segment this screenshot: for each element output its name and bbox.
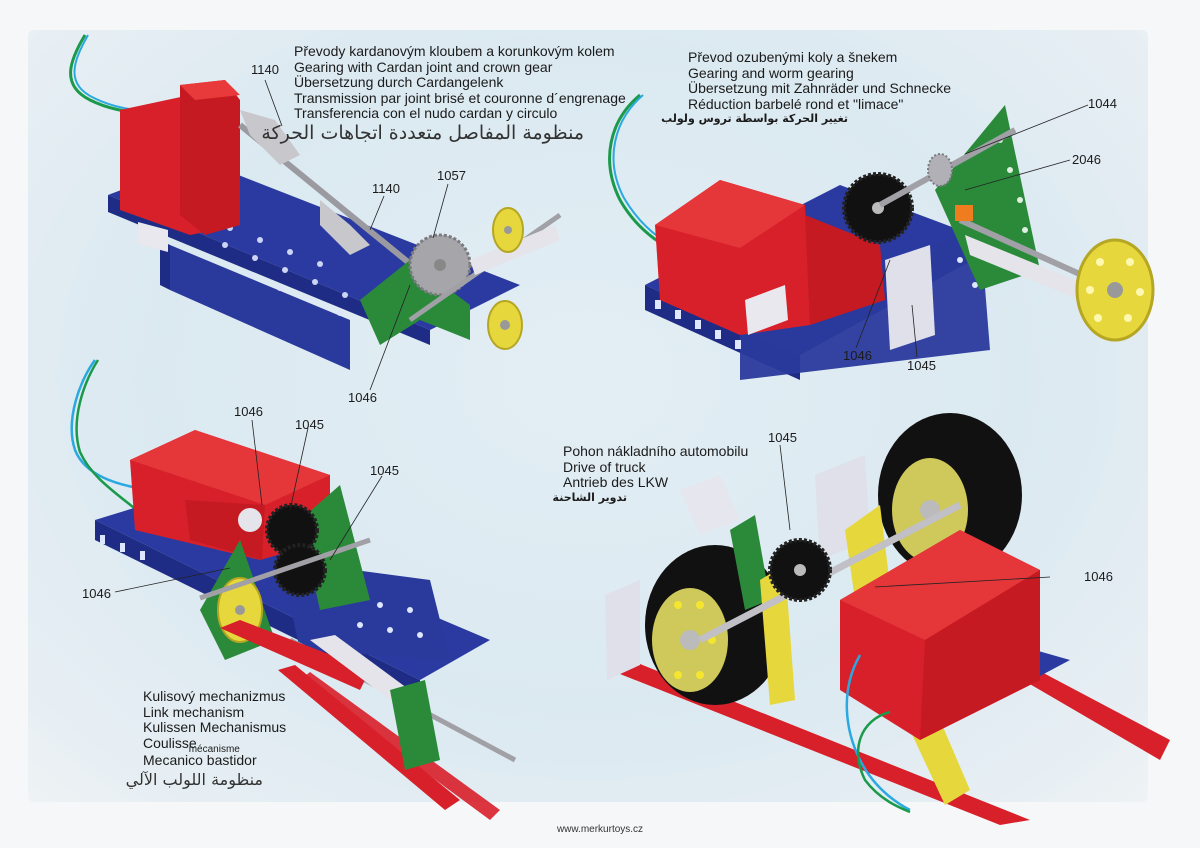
caption-line-fr: Réduction barbelé rond et "limace" (688, 95, 904, 112)
part-label: 1045 (907, 358, 936, 373)
link-mechanism-caption: Kulisový mechanizmus Link mechanism Kuli… (125, 688, 287, 791)
part-label: 1045 (768, 430, 797, 445)
part-label: 1046 (1084, 569, 1113, 584)
cardan-joint-caption: Převody kardanovým kloubem a korunkovým … (261, 43, 626, 144)
part-label: 1046 (348, 390, 377, 405)
footer-url[interactable]: www.merkurtoys.cz (556, 824, 644, 835)
caption-line-de: Übersetzung mit Zahnräder und Schnecke (688, 80, 952, 97)
caption-line-cs: Kulisový mechanizmus (143, 688, 286, 704)
caption-overlay: mécanisme (188, 743, 240, 755)
caption-line-de: Übersetzung durch Cardangelenk (294, 74, 504, 91)
caption-line-en: Gearing with Cardan joint and crown gear (294, 58, 553, 75)
caption-line-ar: منظومة اللولب الآلي (125, 769, 263, 789)
caption-line-de: Kulissen Mechanismus (143, 719, 287, 736)
caption-line-ar: تدوير الشاحنة (552, 490, 627, 504)
caption-line-cs: Převod ozubenými koly a šnekem (688, 49, 898, 65)
caption-line-cs: Převody kardanovým kloubem a korunkovým … (294, 43, 615, 59)
part-label: 1046 (82, 586, 111, 601)
link-mechanism-illustration (70, 359, 517, 820)
worm-gearing-illustration (608, 93, 1155, 380)
truck-drive-caption: Pohon nákladního automobilu Drive of tru… (552, 443, 749, 505)
caption-line-ar: منظومة المفاصل متعددة اتجاهات الحركة (261, 121, 584, 144)
part-label: 1140 (372, 181, 400, 196)
caption-line-fr-text: Coulisse (143, 734, 197, 751)
truck-drive-illustration (605, 413, 1170, 825)
part-label: 1046 (843, 348, 872, 363)
caption-line-fr: Coulissemécanisme (143, 734, 286, 755)
part-label: 1045 (370, 463, 399, 478)
part-label: 1046 (234, 404, 263, 419)
leader-lines (114, 79, 1089, 593)
caption-line-cs: Pohon nákladního automobilu (563, 443, 749, 459)
caption-line-en: Gearing and worm gearing (688, 64, 854, 81)
caption-line-ar: تغيير الحركة بواسطة تروس ولولب (661, 112, 848, 126)
part-label: 2046 (1072, 152, 1101, 167)
caption-line-en: Drive of truck (563, 458, 646, 475)
caption-line-de: Antrieb des LKW (563, 474, 669, 491)
part-label: 1044 (1088, 96, 1117, 111)
worm-gearing-caption: Převod ozubenými koly a šnekem Gearing a… (661, 49, 952, 126)
part-label: 1140 (251, 62, 279, 77)
part-label: 1045 (295, 417, 324, 432)
caption-line-en: Link mechanism (143, 703, 245, 720)
caption-line-es: Transferencia con el nudo cardan y circu… (294, 105, 558, 122)
caption-line-es: Mecanico bastidor (143, 752, 257, 769)
caption-line-fr: Transmission par joint brisé et couronne… (294, 89, 626, 106)
part-label: 1057 (437, 168, 466, 183)
cardan-joint-illustration (69, 34, 562, 370)
